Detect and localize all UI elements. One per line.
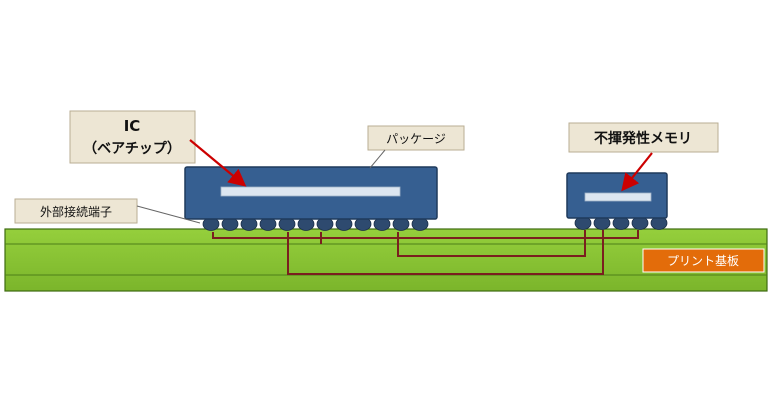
package-label: パッケージ [386, 132, 446, 146]
ic-callout: IC （ベアチップ） [69, 110, 196, 164]
pcb-board [4, 228, 768, 292]
memory-callout: 不揮発性メモリ [568, 122, 719, 153]
package-callout: パッケージ [367, 125, 465, 151]
ic-solder-balls [202, 217, 429, 231]
memory-arrow [621, 152, 653, 192]
terminals-callout: 外部接続端子 [14, 198, 138, 224]
memory-label: 不揮発性メモリ [594, 130, 692, 147]
terminals-label: 外部接続端子 [40, 204, 112, 219]
package-leader [369, 149, 386, 169]
memory-die [584, 192, 652, 202]
board-traces [212, 230, 639, 275]
ic-package [184, 166, 438, 220]
memory-package [566, 172, 668, 219]
memory-solder-balls [574, 216, 668, 230]
ic-label-line1: IC [124, 117, 141, 135]
pcb-label: プリント基板 [667, 254, 739, 268]
ic-arrow [189, 139, 247, 187]
pcb-badge: プリント基板 [642, 248, 765, 273]
terminals-leader [136, 205, 201, 224]
ic-bare-die [220, 186, 401, 197]
ic-label-line2: （ベアチップ） [83, 141, 181, 157]
